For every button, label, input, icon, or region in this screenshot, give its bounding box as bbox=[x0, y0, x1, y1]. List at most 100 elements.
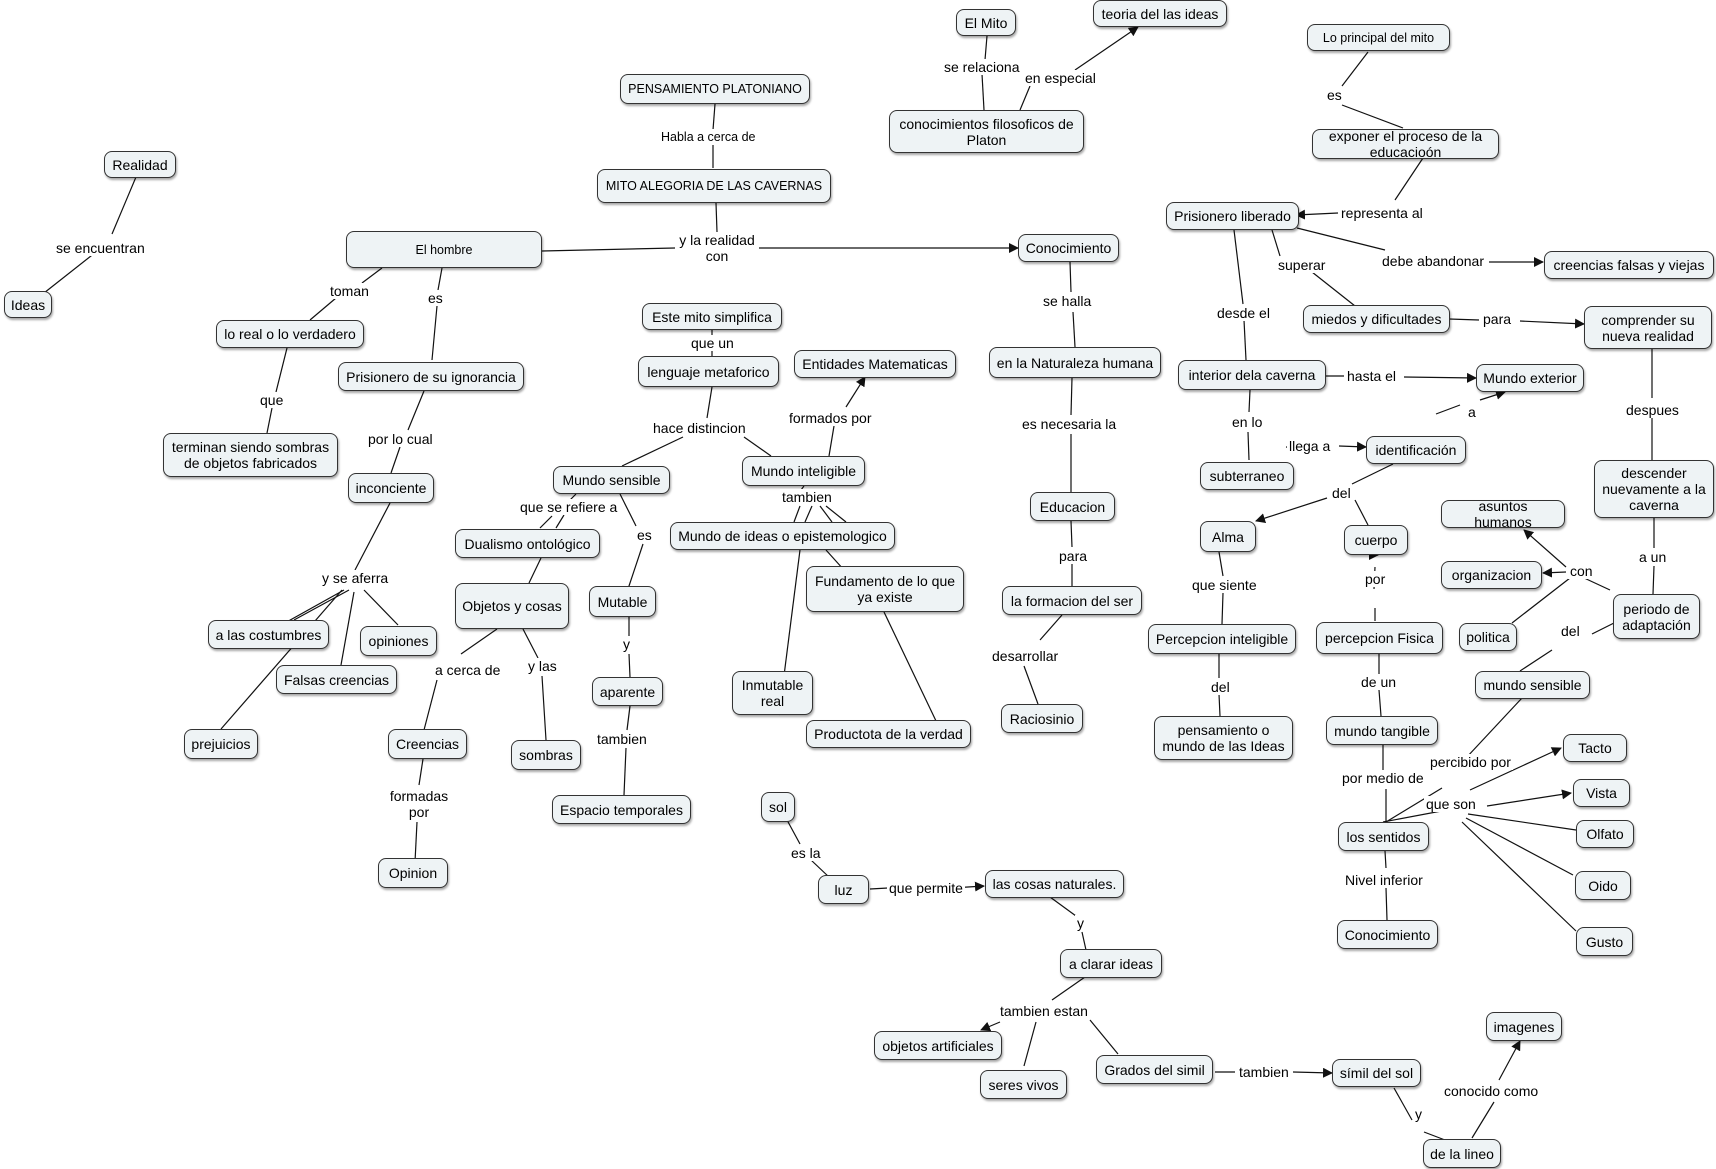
node-lo-real[interactable]: lo real o lo verdadero bbox=[216, 320, 364, 348]
label-hasta-el: hasta el bbox=[1345, 368, 1399, 384]
node-prisionero-liberado[interactable]: Prisionero liberado bbox=[1166, 202, 1299, 230]
node-el-hombre[interactable]: El hombre bbox=[346, 231, 542, 268]
node-imagenes[interactable]: imagenes bbox=[1486, 1012, 1562, 1041]
label-tambien-1: tambien bbox=[780, 489, 834, 505]
node-lenguaje-metaforico[interactable]: lenguaje metaforico bbox=[638, 356, 779, 387]
edge bbox=[1243, 319, 1247, 361]
node-objetos-cosas[interactable]: Objetos y cosas bbox=[455, 583, 569, 629]
edge bbox=[1519, 318, 1585, 329]
node-sol[interactable]: sol bbox=[761, 792, 795, 822]
node-terminan[interactable]: terminan siendo sombras de objetos fabri… bbox=[163, 433, 338, 477]
node-raciosinio[interactable]: Raciosinio bbox=[1001, 704, 1083, 733]
node-olfato[interactable]: Olfato bbox=[1576, 820, 1634, 848]
node-a-las-costumbres[interactable]: a las costumbres bbox=[208, 620, 329, 649]
node-inmutable[interactable]: Inmutable real bbox=[732, 671, 813, 715]
edge bbox=[1341, 104, 1404, 129]
node-interior-caverna[interactable]: interior dela caverna bbox=[1178, 360, 1326, 390]
edge bbox=[1070, 520, 1073, 548]
node-grados-simil[interactable]: Grados del simil bbox=[1096, 1055, 1213, 1084]
node-ideas[interactable]: Ideas bbox=[4, 291, 52, 318]
node-aparente[interactable]: aparente bbox=[592, 677, 663, 706]
label-por-1: por bbox=[1363, 571, 1388, 587]
node-politica[interactable]: politica bbox=[1459, 623, 1517, 651]
node-mundo-inteligible[interactable]: Mundo inteligible bbox=[742, 456, 865, 486]
node-teoria-ideas[interactable]: teoria del las ideas bbox=[1093, 0, 1227, 27]
node-mundo-exterior[interactable]: Mundo exterior bbox=[1476, 364, 1584, 392]
node-productota[interactable]: Productota de la verdad bbox=[806, 720, 971, 748]
edge bbox=[539, 515, 553, 529]
node-este-mito[interactable]: Este mito simplifica bbox=[642, 303, 782, 330]
node-conocimientos-filosoficos[interactable]: conocimientos filosoficos de Platon bbox=[889, 110, 1084, 153]
edge bbox=[1019, 85, 1031, 111]
edge bbox=[828, 425, 835, 457]
node-prejuicios[interactable]: prejuicios bbox=[184, 729, 258, 759]
node-espacio-temporales[interactable]: Espacio temporales bbox=[552, 795, 691, 824]
node-descender[interactable]: descender nuevamente a la caverna bbox=[1594, 460, 1714, 518]
label-que-permite: que permite bbox=[887, 880, 965, 896]
node-simil-sol[interactable]: símil del sol bbox=[1332, 1059, 1421, 1087]
node-a-clarar-ideas[interactable]: a clarar ideas bbox=[1060, 949, 1162, 978]
edge bbox=[621, 436, 684, 467]
node-oido[interactable]: Oido bbox=[1575, 871, 1631, 900]
node-de-la-lineo[interactable]: de la lineo bbox=[1423, 1139, 1501, 1168]
node-formacion-ser[interactable]: la formacion del ser bbox=[1002, 586, 1142, 615]
node-percepcion-inteligible[interactable]: Percepcion inteligible bbox=[1148, 624, 1296, 654]
edge bbox=[1403, 372, 1477, 383]
node-realidad[interactable]: Realidad bbox=[104, 151, 176, 178]
node-vista[interactable]: Vista bbox=[1573, 779, 1630, 807]
node-pensamiento-platoniano[interactable]: PENSAMIENTO PLATONIANO bbox=[620, 74, 810, 104]
node-mito-alegoria[interactable]: MITO ALEGORIA DE LAS CAVERNAS bbox=[597, 169, 831, 203]
node-comprender[interactable]: comprender su nueva realidad bbox=[1584, 306, 1712, 349]
node-tacto[interactable]: Tacto bbox=[1563, 734, 1627, 762]
label-que-son: que son bbox=[1424, 796, 1478, 812]
node-conocimiento[interactable]: Conocimiento bbox=[1018, 234, 1119, 262]
node-mutable[interactable]: Mutable bbox=[589, 586, 656, 617]
node-organizacion[interactable]: organizacion bbox=[1441, 561, 1542, 589]
node-el-mito[interactable]: El Mito bbox=[956, 9, 1016, 36]
node-creencias-falsas[interactable]: creencias falsas y viejas bbox=[1544, 251, 1714, 279]
node-subterraneo[interactable]: subterraneo bbox=[1200, 462, 1294, 490]
node-falsas-creencias[interactable]: Falsas creencias bbox=[276, 665, 397, 694]
node-entidades-matematicas[interactable]: Entidades Matematicas bbox=[794, 350, 956, 378]
edge bbox=[1218, 693, 1221, 717]
node-identificacion[interactable]: identificación bbox=[1366, 436, 1466, 464]
label-y-las: y las bbox=[526, 658, 559, 674]
node-sombras[interactable]: sombras bbox=[511, 740, 581, 770]
node-alma[interactable]: Alma bbox=[1200, 521, 1256, 552]
label-habla-cerca: Habla a cerca de bbox=[659, 129, 758, 145]
node-educacion[interactable]: Educacion bbox=[1030, 492, 1115, 521]
edge bbox=[619, 493, 637, 527]
node-exponer[interactable]: exponer el proceso de la educacioón bbox=[1312, 128, 1499, 160]
node-luz[interactable]: luz bbox=[818, 875, 869, 904]
node-conocimiento-2[interactable]: Conocimiento bbox=[1337, 920, 1438, 949]
edge bbox=[1354, 499, 1369, 526]
edge bbox=[1296, 227, 1386, 251]
node-mundo-ideas[interactable]: Mundo de ideas o epistemologico bbox=[670, 522, 895, 550]
node-naturaleza-humana[interactable]: en la Naturaleza humana bbox=[989, 347, 1161, 378]
node-pensamiento-ideas[interactable]: pensamiento o mundo de las Ideas bbox=[1154, 716, 1293, 760]
node-prisionero-ignorancia[interactable]: Prisionero de su ignorancia bbox=[338, 362, 524, 391]
node-miedos[interactable]: miedos y dificultades bbox=[1303, 305, 1450, 333]
edge bbox=[437, 267, 443, 291]
node-asuntos-humanos[interactable]: asuntos humanos bbox=[1441, 498, 1565, 530]
node-cuerpo[interactable]: cuerpo bbox=[1344, 525, 1408, 555]
node-creencias[interactable]: Creencias bbox=[388, 729, 467, 759]
node-opinion[interactable]: Opinion bbox=[378, 858, 448, 888]
node-objetos-artificiales[interactable]: objetos artificiales bbox=[874, 1031, 1002, 1060]
node-lo-principal[interactable]: Lo principal del mito bbox=[1307, 24, 1450, 51]
label-tambien-estan: tambien estan bbox=[998, 1003, 1090, 1019]
label-tambien-2: tambien bbox=[595, 731, 649, 747]
node-periodo-adaptacion[interactable]: periodo de adaptación bbox=[1613, 594, 1700, 639]
node-gusto[interactable]: Gusto bbox=[1576, 927, 1633, 956]
node-percepcion-fisica[interactable]: percepcion Fisica bbox=[1316, 622, 1443, 654]
node-cosas-naturales[interactable]: las cosas naturales. bbox=[985, 870, 1124, 898]
node-mundo-tangible[interactable]: mundo tangible bbox=[1326, 716, 1438, 745]
node-dualismo[interactable]: Dualismo ontológico bbox=[455, 529, 600, 558]
node-mundo-sensible[interactable]: Mundo sensible bbox=[553, 466, 670, 494]
node-inconciente[interactable]: inconciente bbox=[348, 473, 434, 503]
node-los-sentidos[interactable]: los sentidos bbox=[1338, 822, 1429, 851]
node-fundamento[interactable]: Fundamento de lo que ya existe bbox=[806, 566, 964, 612]
node-mundo-sensible-2[interactable]: mundo sensible bbox=[1475, 671, 1590, 699]
node-opiniones[interactable]: opiniones bbox=[360, 626, 437, 656]
node-seres-vivos[interactable]: seres vivos bbox=[980, 1070, 1067, 1099]
